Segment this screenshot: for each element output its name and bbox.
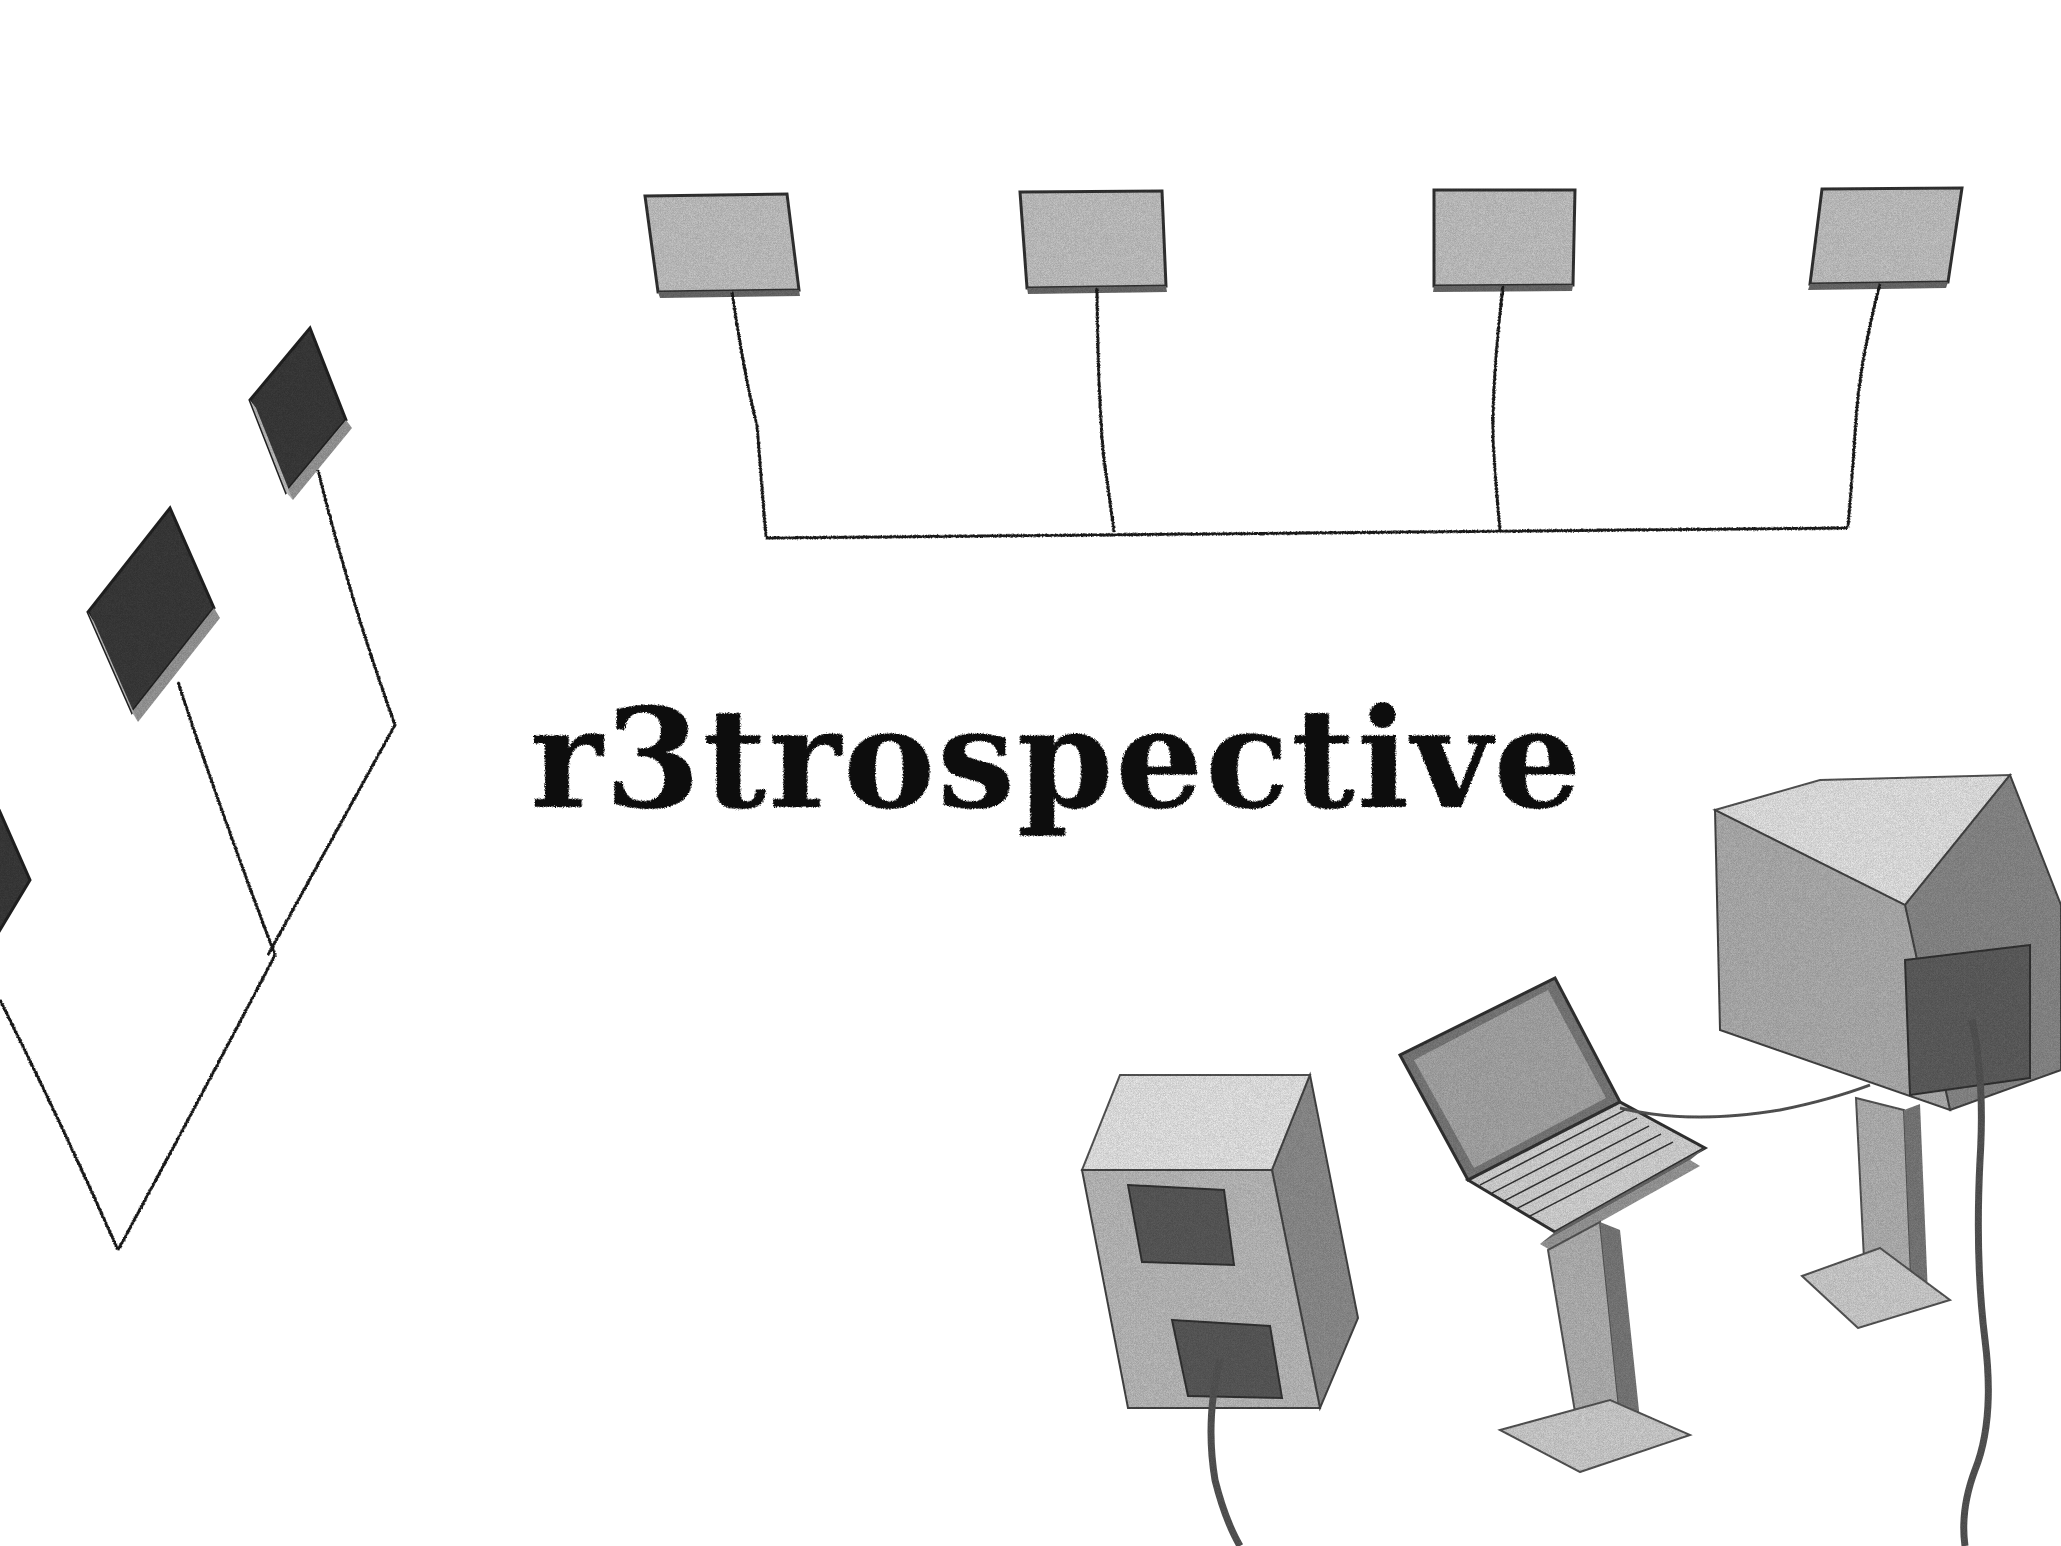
laptop-on-stand-icon (1397, 976, 1871, 1474)
bus-node-1 (643, 192, 801, 298)
bus-cables (730, 283, 1882, 540)
tree-node-1 (248, 325, 352, 500)
bus-node-2 (1018, 189, 1168, 294)
tree-topology-network (0, 325, 397, 1251)
bus-node-3 (1432, 188, 1577, 292)
tree-node-3 (0, 808, 32, 933)
tree-node-2 (86, 505, 220, 722)
bus-node-4 (1808, 186, 1964, 290)
crt-monitor-on-stand-icon (1712, 773, 2061, 1546)
tree-cables (0, 469, 397, 1251)
bus-topology-network (643, 186, 1964, 540)
page-title: r3trospective (530, 677, 1584, 840)
tower-computer-icon (1080, 1071, 1360, 1546)
